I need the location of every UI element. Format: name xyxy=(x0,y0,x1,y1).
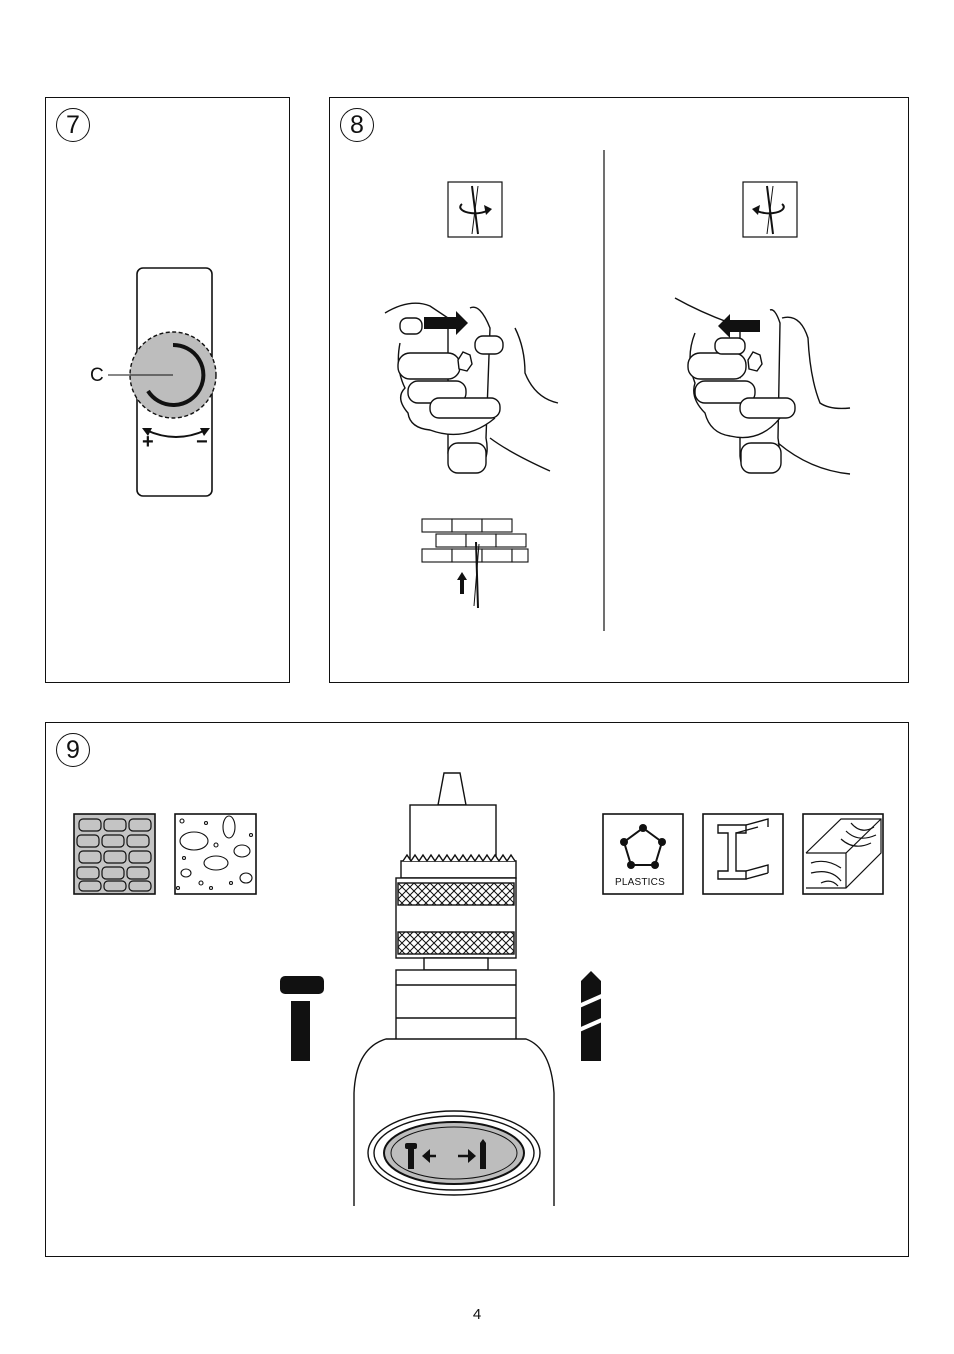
figure-9-panel: 9 xyxy=(45,722,909,1257)
left-hand-pushing-switch xyxy=(385,303,558,473)
drill-mode-icon xyxy=(579,971,604,1061)
dial-label: C xyxy=(90,365,104,387)
rotation-counterclockwise-icon xyxy=(743,182,797,237)
speed-dial-illustration xyxy=(46,98,291,684)
drilling-into-wall xyxy=(422,519,528,562)
plastics-label: PLASTICS xyxy=(615,877,665,888)
right-hand-pushing-switch xyxy=(675,298,850,474)
figure-7-panel: 7 C + − xyxy=(45,97,290,683)
hammer-mode-icon xyxy=(280,976,324,1061)
direction-selector-illustration xyxy=(330,98,910,684)
minus-sign: − xyxy=(196,431,208,454)
hammer-drill-mode-illustration xyxy=(46,723,910,1258)
plus-sign: + xyxy=(142,431,154,454)
steel-beam-icon xyxy=(703,814,783,894)
rotation-clockwise-icon xyxy=(448,182,502,237)
figure-8-panel: 8 xyxy=(329,97,909,683)
drill-chuck xyxy=(396,773,516,970)
wood-icon xyxy=(803,814,883,894)
brick-wall-icon xyxy=(74,814,155,894)
page-number: 4 xyxy=(0,1306,954,1323)
concrete-icon xyxy=(175,814,256,894)
